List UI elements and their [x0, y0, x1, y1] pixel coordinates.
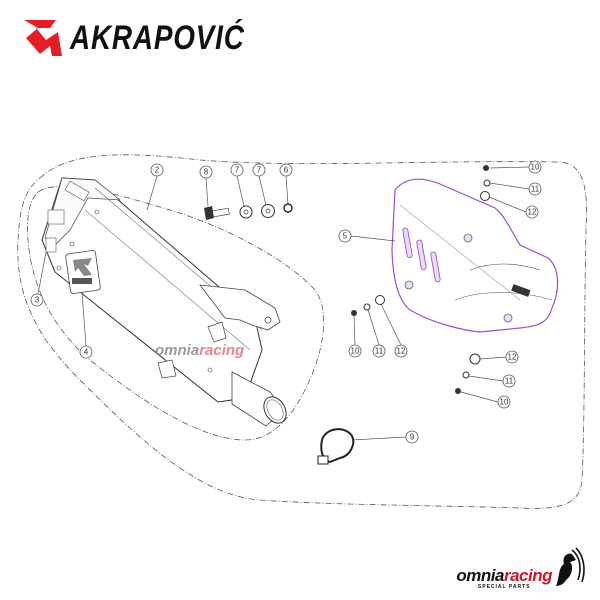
heat-shield [391, 178, 559, 333]
svg-text:10: 10 [351, 347, 360, 356]
brand-name: AKRAPOVIĆ [70, 18, 245, 57]
svg-text:8: 8 [204, 168, 209, 177]
outlet-pipe [231, 371, 287, 427]
akrapovic-logo-icon [24, 20, 62, 56]
inner-assembly-boundary [27, 185, 325, 441]
callout-12: 12 [525, 205, 539, 219]
svg-text:11: 11 [375, 347, 384, 356]
muffler [41, 177, 287, 427]
fasteners [351, 165, 491, 394]
watermark: omniaracing [155, 342, 244, 359]
outer-assembly-boundary [17, 154, 587, 509]
callout-11: 11 [528, 182, 542, 196]
callout-10: 10 [528, 160, 542, 174]
clamp [317, 428, 355, 465]
svg-text:6: 6 [284, 166, 289, 175]
akrapovic-badge [65, 250, 101, 294]
akrapovic-logo: AKRAPOVIĆ [22, 18, 283, 58]
footer-tagline: SPECIAL PARTS [477, 584, 531, 590]
svg-text:10: 10 [531, 163, 540, 172]
svg-text:3: 3 [35, 296, 40, 305]
svg-text:9: 9 [410, 433, 415, 442]
griffin-icon [556, 547, 585, 586]
callout-12: 12 [505, 350, 519, 364]
svg-text:11: 11 [505, 377, 514, 386]
callout-11: 11 [502, 374, 516, 388]
callout-2: 2 [150, 163, 164, 177]
svg-text:10: 10 [500, 398, 509, 407]
footer-brand-name: omniaracing [456, 566, 552, 585]
callout-4: 4 [79, 345, 93, 359]
svg-text:11: 11 [531, 185, 540, 194]
svg-text:12: 12 [528, 208, 537, 217]
svg-text:12: 12 [397, 347, 406, 356]
svg-text:5: 5 [343, 232, 348, 241]
svg-text:7: 7 [257, 166, 262, 175]
callout-12: 12 [394, 344, 408, 358]
callout-3: 3 [30, 293, 44, 307]
svg-text:4: 4 [84, 348, 89, 357]
callout-8: 8 [199, 165, 213, 179]
omniaracing-logo: omniaracing SPECIAL PARTS [456, 546, 586, 590]
callout-10: 10 [497, 395, 511, 409]
callout-5: 5 [338, 229, 352, 243]
callout-10: 10 [348, 344, 362, 358]
mounting-bracket [199, 284, 281, 331]
callout-11: 11 [372, 344, 386, 358]
callout-6: 6 [279, 163, 293, 177]
callout-7: 7 [230, 163, 244, 177]
callout-7: 7 [252, 163, 266, 177]
svg-text:7: 7 [235, 166, 240, 175]
svg-text:2: 2 [155, 166, 160, 175]
bolt-and-washers [204, 203, 293, 220]
svg-text:12: 12 [508, 353, 517, 362]
leader-lines [37, 166, 530, 441]
callout-9: 9 [405, 430, 419, 444]
